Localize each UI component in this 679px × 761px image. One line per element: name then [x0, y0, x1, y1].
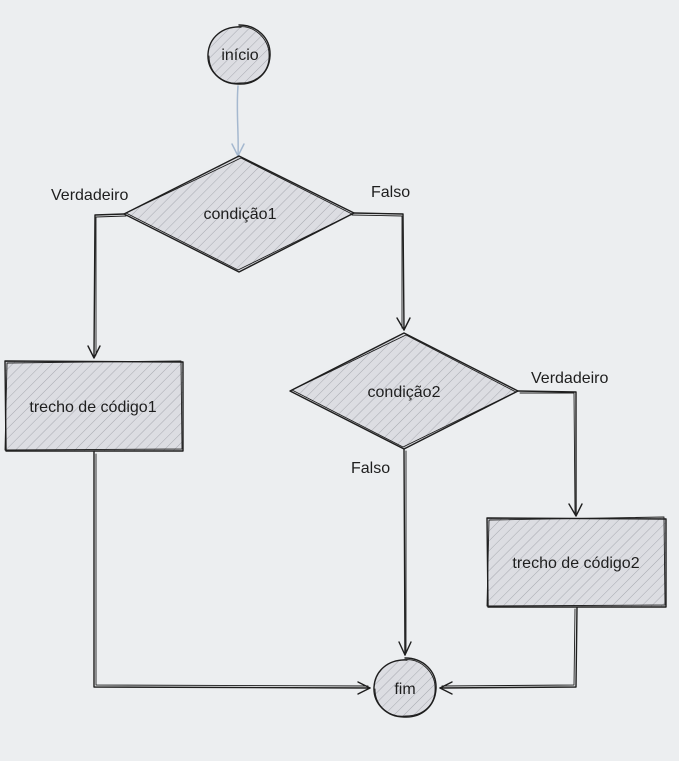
end-label: fim: [394, 681, 415, 698]
start-label: início: [221, 47, 258, 64]
edge-start-to-condition1: [231, 85, 245, 158]
condition1-diamond: condição1: [123, 155, 355, 273]
edge-code2-to-end: [439, 606, 578, 695]
edge-condition1-to-code1: [87, 213, 127, 359]
edge-condition2-to-code2: [517, 390, 583, 517]
code1-label: trecho de código1: [29, 399, 156, 416]
condition2-true-label: Verdadeiro: [531, 370, 608, 387]
condition1-true-label: Verdadeiro: [51, 187, 128, 204]
edge-condition2-to-end: [398, 448, 412, 656]
end-node: fim: [373, 657, 437, 718]
start-node: início: [207, 24, 271, 85]
condition2-diamond: condição2: [289, 332, 519, 450]
edge-code1-to-end: [93, 451, 371, 695]
condition1-false-label: Falso: [371, 184, 410, 201]
condition2-label: condição2: [368, 384, 441, 401]
condition1-label: condição1: [204, 206, 277, 223]
code2-box: trecho de código2: [486, 516, 667, 608]
condition2-false-label: Falso: [351, 460, 390, 477]
code2-label: trecho de código2: [512, 555, 639, 572]
code1-box: trecho de código1: [4, 360, 184, 452]
edge-condition1-to-condition2: [351, 212, 411, 331]
